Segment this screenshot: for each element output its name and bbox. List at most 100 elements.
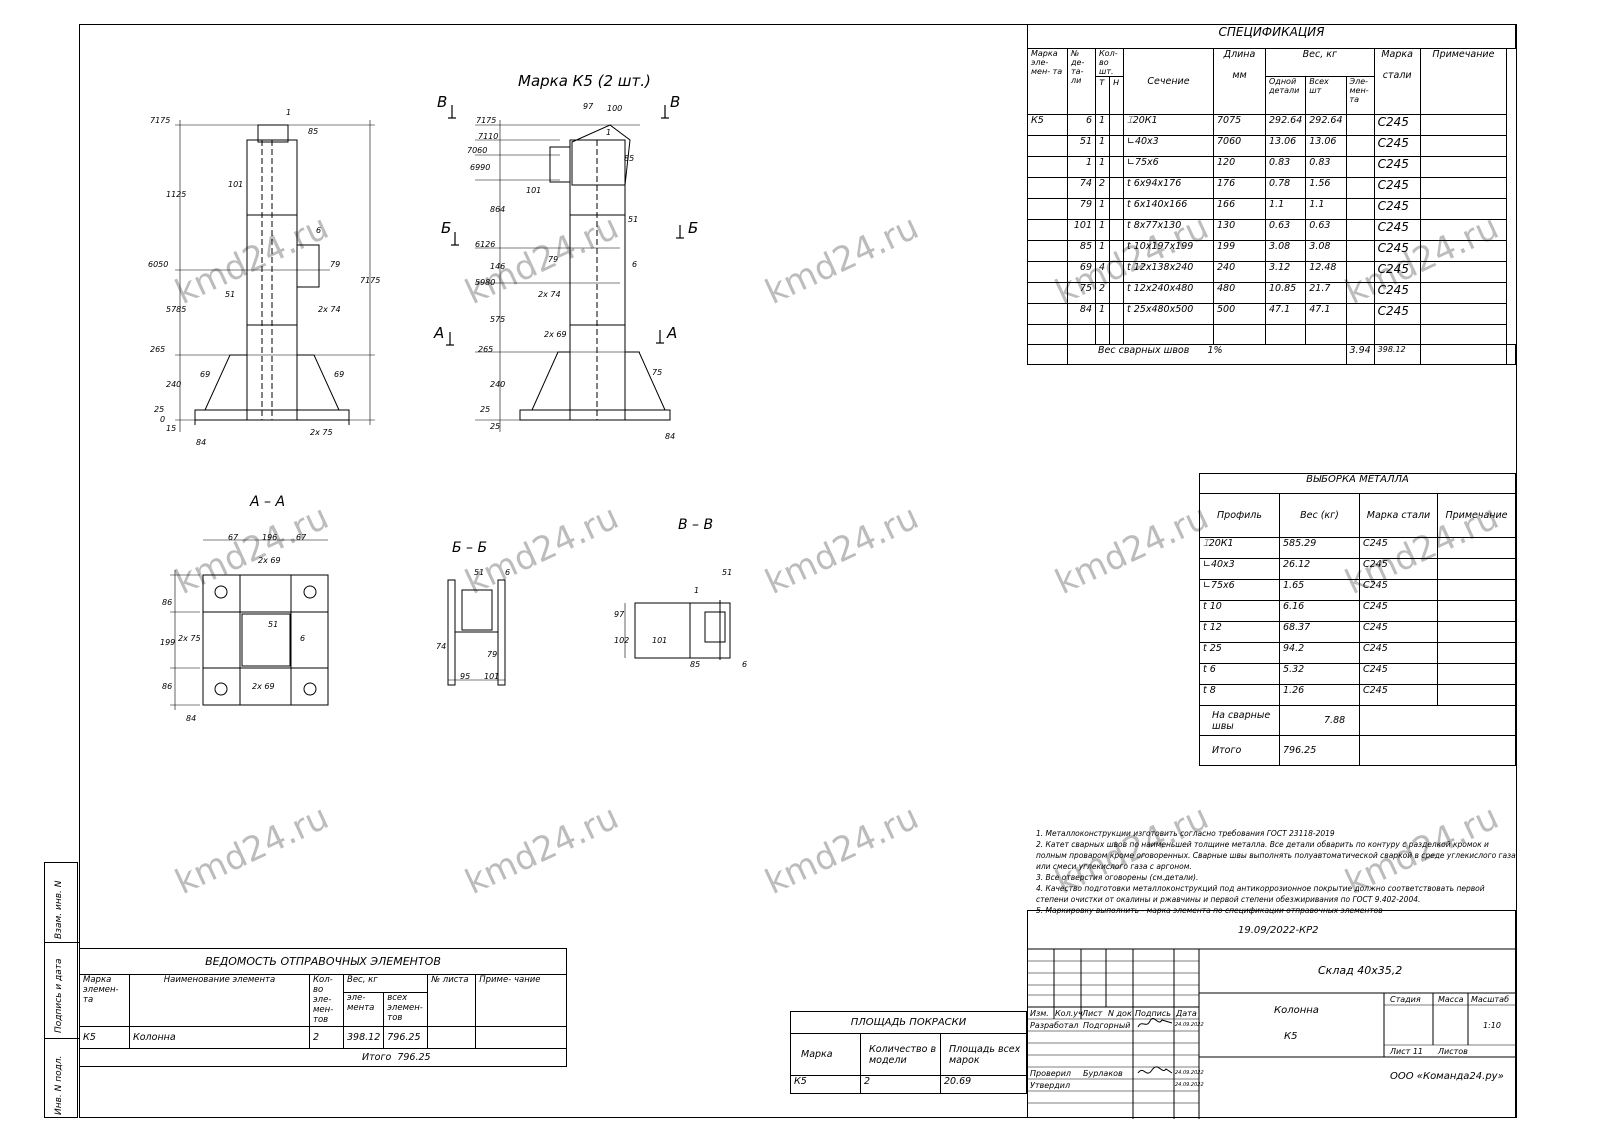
spec-cell-no: 1 [1067,156,1096,178]
spec-cell-qty-n [1109,282,1124,304]
lbl-aa-2x69-top: 2х 69 [258,556,281,565]
spec-cell-elem [1345,303,1375,325]
metal-cell-steel: С245 [1359,558,1438,580]
spec-cell-qty-t: 4 [1095,261,1110,283]
shipping-table: ВЕДОМОСТЬ ОТПРАВОЧНЫХ ЭЛЕМЕНТОВ Марка эл… [79,948,567,1067]
spec-cell-all: 12.48 [1305,261,1347,283]
dim-left-3: 5785 [166,305,187,314]
spec-cell-elem [1345,282,1375,304]
spec-cell-mark [1027,303,1068,325]
lbl-r-p101: 101 [526,186,542,195]
stamp-org: ООО «Команда24.ру» [1390,1071,1504,1082]
lbl-r-p1: 1 [606,128,612,137]
stamp-prover-date: 24.09.2022 [1175,1070,1204,1076]
spec-cell-one: 1.1 [1264,198,1307,220]
view-aa-title: А – А [250,494,286,510]
spec-weld-val: 3.94 [1345,344,1375,365]
spec-cell-length: 480 [1213,282,1266,304]
side-stamp: Взам. инв. N Подпись и дата Инв. N подл. [44,862,79,1118]
spec-cell-mark: К5 [1027,114,1068,136]
spec-cell-section: t 12х138х240 [1123,261,1214,283]
spec-cell-length: 7075 [1213,114,1266,136]
metal-cell-weight: 94.2 [1279,642,1360,664]
dim-right-1: 7110 [478,132,499,141]
spec-cell-steel: С245 [1373,114,1421,136]
dim-left-2: 6050 [148,260,169,269]
ship-row-qty: 2 [309,1026,344,1049]
metal-cell-steel: С245 [1359,663,1438,685]
stamp-scale: Масштаб [1471,995,1510,1004]
spec-cell-all: 47.1 [1305,303,1347,325]
metal-cell-note [1437,642,1516,664]
dim-bb-0: 95 [460,672,471,681]
spec-cell-one: 13.06 [1264,135,1307,157]
metal-weld-label: На сварные швы [1199,705,1280,736]
spec-cell-mark [1027,282,1068,304]
spec-cell-length: 166 [1213,198,1266,220]
stamp-element2: К5 [1284,1031,1298,1042]
spec-cell-no: 69 [1067,261,1096,283]
dim-right-8: 575 [490,315,506,324]
stamp-h-izm: Изм. [1030,1009,1049,1018]
dim-top-1: 100 [607,104,623,113]
spec-cell-length: 176 [1213,177,1266,199]
metal-cell-profile: t 12 [1199,621,1280,643]
view-vv-title: В – В [678,517,714,533]
metal-cell-steel: С245 [1359,579,1438,601]
spec-cell-all: 0.83 [1305,156,1347,178]
lbl-r-p2x69: 2х 69 [544,330,567,339]
side-podpis: Подпись и дата [54,958,64,1033]
metal-cell-profile: t 6 [1199,663,1280,685]
spec-cell-section: ∟75х6 [1123,156,1214,178]
metal-cell-steel: С245 [1359,621,1438,643]
stamp-razrab: Разработал [1030,1021,1079,1030]
ship-total-label: Итого [362,1052,392,1063]
cut-a-left: А [434,324,445,342]
lbl-vv-p101: 101 [652,636,668,645]
spec-table: СПЕЦИФИКАЦИЯ Марка эле- мен- та № де- та… [1027,24,1516,365]
spec-cell-qty-n [1109,177,1124,199]
spec-h-n: н [1109,76,1124,115]
spec-cell-qty-t: 2 [1095,177,1110,199]
dim-aa-3: 86 [162,598,173,607]
metal-cell-profile: ∟40х3 [1199,558,1280,580]
section-aa [170,539,329,710]
spec-cell-all: 1.1 [1305,198,1347,220]
spec-cell-qty-t: 1 [1095,303,1110,325]
cut-v-right: В [670,93,681,111]
spec-cell-all: 3.08 [1305,240,1347,262]
dim-aa-2: 67 [296,533,307,542]
dim-left-5: 240 [166,380,182,389]
spec-cell-steel: С245 [1373,219,1421,241]
dim-left-4: 265 [150,345,166,354]
elevation-left [175,120,375,432]
stamp-h-date: Дата [1176,1009,1197,1018]
spec-cell-no: 74 [1067,177,1096,199]
ship-title: ВЕДОМОСТЬ ОТПРАВОЧНЫХ ЭЛЕМЕНТОВ [79,948,567,975]
lbl-r-p2x74: 2х 74 [538,290,561,299]
spec-h-elem: Эле- мен- та [1345,76,1375,115]
metal-h-weight: Вес (кг) [1279,493,1360,538]
dim-right-4: 864 [490,205,506,214]
spec-cell-note [1419,261,1508,283]
note-2: 2. Катет сварных швов по наименьшей толщ… [1036,840,1516,871]
ship-total-val: 796.25 [397,1052,431,1063]
dim-aa-0: 67 [228,533,239,542]
dim-top-0: 97 [583,102,594,111]
metal-cell-weight: 1.65 [1279,579,1360,601]
elevation-right [475,120,671,432]
spec-cell-mark [1027,240,1068,262]
lbl-p101: 101 [228,180,244,189]
stamp-razrab-name: Подгорный [1083,1021,1131,1030]
dim-right-11: 25 [480,405,491,414]
spec-h-qty: Кол-во шт. [1095,48,1124,77]
lbl-bb-p79: 79 [487,650,498,659]
